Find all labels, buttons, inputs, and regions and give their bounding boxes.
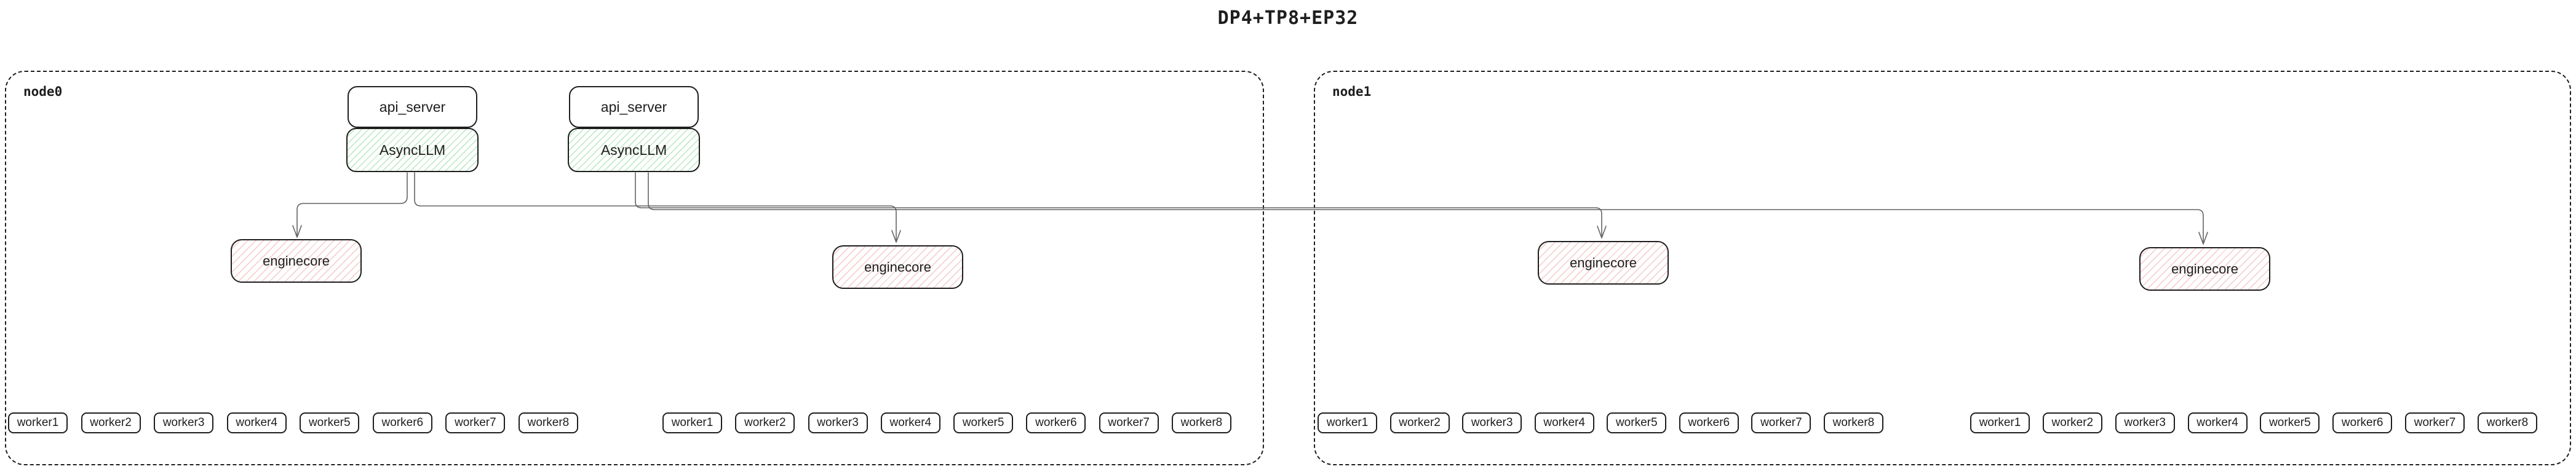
- worker-box: worker7: [445, 412, 506, 433]
- node1-frame: node1: [1314, 71, 2571, 465]
- worker-group-2: worker1 worker2 worker3 worker4 worker5 …: [662, 412, 1231, 433]
- enginecore-1-box: enginecore: [231, 239, 362, 283]
- worker-box: worker5: [300, 412, 360, 433]
- worker-box: worker1: [8, 412, 68, 433]
- api-server-2-label: api_server: [600, 98, 667, 115]
- worker-box: worker1: [662, 412, 722, 433]
- enginecore-4-box: enginecore: [2139, 247, 2270, 291]
- worker-box: worker3: [154, 412, 214, 433]
- worker-box: worker4: [880, 412, 940, 433]
- diagram-title: DP4+TP8+EP32: [1217, 7, 1359, 29]
- worker-box: worker5: [1607, 412, 1667, 433]
- worker-box: worker6: [2332, 412, 2393, 433]
- worker-box: worker4: [226, 412, 287, 433]
- worker-box: worker5: [2260, 412, 2320, 433]
- worker-box: worker8: [518, 412, 578, 433]
- node1-label: node1: [1332, 84, 1372, 99]
- worker-box: worker5: [953, 412, 1014, 433]
- worker-box: worker1: [1970, 412, 2030, 433]
- worker-box: worker4: [1534, 412, 1594, 433]
- worker-group-4: worker1 worker2 worker3 worker4 worker5 …: [1970, 412, 2537, 433]
- enginecore-4-label: enginecore: [2171, 261, 2238, 277]
- node0-label: node0: [23, 84, 63, 99]
- worker-group-3: worker1 worker2 worker3 worker4 worker5 …: [1318, 412, 1883, 433]
- api-server-2-box: api_server: [569, 86, 699, 128]
- worker-box: worker4: [2187, 412, 2248, 433]
- enginecore-3-label: enginecore: [1570, 254, 1637, 270]
- worker-box: worker3: [1462, 412, 1522, 433]
- worker-box: worker7: [1099, 412, 1159, 433]
- worker-box: worker2: [1389, 412, 1450, 433]
- worker-box: worker2: [81, 412, 141, 433]
- api-server-1-box: api_server: [348, 86, 477, 128]
- worker-group-1: worker1 worker2 worker3 worker4 worker5 …: [8, 412, 578, 433]
- worker-box: worker8: [1823, 412, 1883, 433]
- enginecore-3-box: enginecore: [1538, 241, 1669, 285]
- worker-box: worker6: [1679, 412, 1739, 433]
- worker-box: worker6: [372, 412, 432, 433]
- enginecore-1-label: enginecore: [263, 253, 330, 269]
- api-server-1-label: api_server: [379, 98, 446, 115]
- enginecore-2-box: enginecore: [832, 245, 963, 289]
- worker-box: worker2: [2042, 412, 2102, 433]
- node0-frame: node0: [5, 71, 1264, 465]
- enginecore-2-label: enginecore: [864, 259, 931, 275]
- worker-box: worker3: [2115, 412, 2175, 433]
- asyncllm-2-box: AsyncLLM: [568, 128, 700, 172]
- worker-box: worker3: [808, 412, 868, 433]
- asyncllm-2-label: AsyncLLM: [600, 141, 667, 158]
- worker-box: worker2: [735, 412, 795, 433]
- worker-box: worker7: [2405, 412, 2465, 433]
- asyncllm-1-box: AsyncLLM: [346, 128, 479, 172]
- asyncllm-1-label: AsyncLLM: [379, 141, 446, 158]
- worker-box: worker6: [1026, 412, 1086, 433]
- worker-box: worker8: [1171, 412, 1231, 433]
- worker-box: worker7: [1751, 412, 1811, 433]
- worker-box: worker8: [2477, 412, 2537, 433]
- worker-box: worker1: [1318, 412, 1377, 433]
